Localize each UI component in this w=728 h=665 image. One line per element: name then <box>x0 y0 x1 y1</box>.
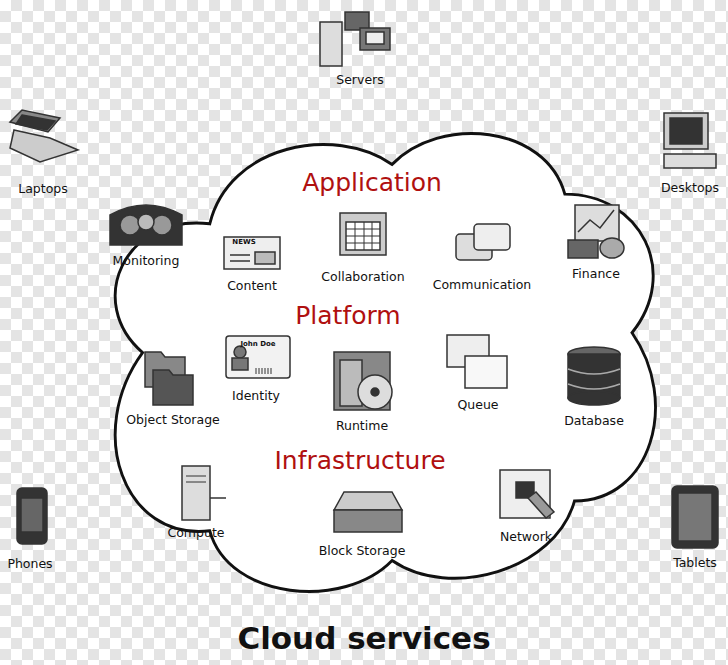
service-label: Content <box>227 278 277 293</box>
service-label: Identity <box>232 388 280 403</box>
service-label: Block Storage <box>319 543 406 558</box>
service-label: Tablets <box>673 555 717 570</box>
icon-text: John Doe <box>240 340 275 348</box>
diagram-caption: Cloud services <box>237 620 490 656</box>
service-label: Communication <box>433 277 532 292</box>
layer-heading: Application <box>302 168 442 197</box>
service-label: Phones <box>7 556 52 571</box>
service-label: Database <box>564 413 624 428</box>
service-label: Object Storage <box>126 412 220 427</box>
service-label: Monitoring <box>113 253 180 268</box>
icon-text: NEWS <box>232 238 255 246</box>
service-label: Laptops <box>18 181 68 196</box>
layer-heading: Infrastructure <box>274 446 445 475</box>
service-label: Runtime <box>336 418 388 433</box>
service-label: Queue <box>457 397 498 412</box>
service-label: Network <box>500 529 552 544</box>
service-label: Finance <box>572 266 620 281</box>
service-label: Desktops <box>661 180 719 195</box>
service-label: Collaboration <box>321 269 404 284</box>
service-label: Servers <box>336 72 384 87</box>
layer-heading: Platform <box>295 301 400 330</box>
service-label: Compute <box>167 525 224 540</box>
